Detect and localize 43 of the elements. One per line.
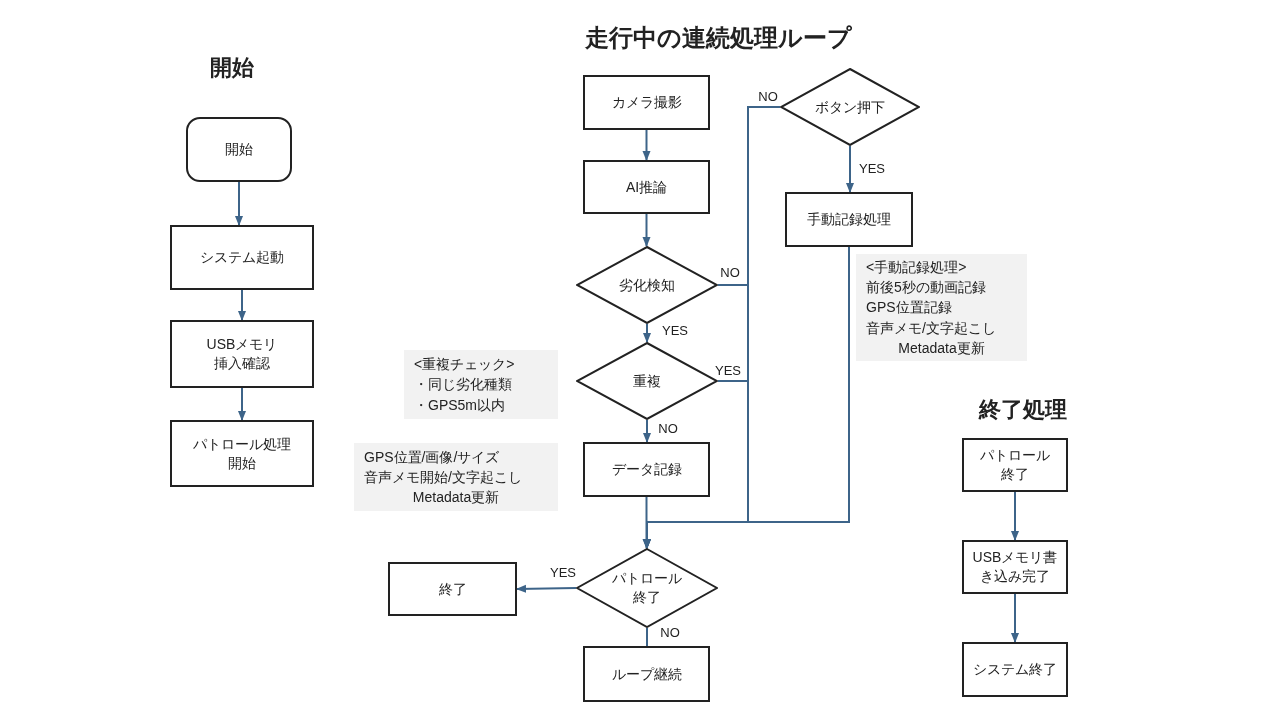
- note-line: <手動記録処理>: [866, 257, 967, 277]
- note-line: 音声メモ/文字起こし: [866, 318, 996, 338]
- process-box: システム起動: [170, 225, 314, 290]
- heading: 終了処理: [979, 396, 1067, 424]
- arrow: [238, 289, 246, 321]
- arrow: [235, 181, 243, 226]
- note-line: ・同じ劣化種類: [414, 375, 512, 395]
- arrow: [642, 496, 651, 549]
- decision-diamond: 劣化検知: [576, 246, 718, 324]
- arrow: [642, 129, 651, 161]
- heading: 開始: [210, 54, 254, 82]
- process-box: AI推論: [583, 160, 710, 214]
- note-line: <重複チェック>: [414, 355, 515, 375]
- arrow: [642, 213, 651, 247]
- note-line: Metadata更新: [412, 488, 500, 508]
- note-line: GPS位置/画像/サイズ: [364, 447, 500, 467]
- process-box: 手動記録処理: [785, 192, 913, 247]
- note-line: ・GPS5m以内: [414, 395, 505, 415]
- arrow: [1011, 491, 1019, 541]
- arrow: [643, 323, 651, 343]
- arrow: [516, 584, 577, 593]
- rounded-box: 開始: [186, 117, 292, 182]
- arrow: [238, 387, 246, 421]
- process-box: パトロール処理開始: [170, 420, 314, 487]
- note-line: GPS位置記録: [866, 298, 952, 318]
- decision-diamond: ボタン押下: [780, 68, 920, 146]
- process-box: 終了: [388, 562, 517, 616]
- process-box: システム終了: [962, 642, 1068, 697]
- process-box: USBメモリ書き込み完了: [962, 540, 1068, 594]
- note-line: 音声メモ開始/文字起こし: [364, 467, 522, 487]
- process-box: ループ継続: [583, 646, 710, 702]
- process-box: カメラ撮影: [583, 75, 710, 130]
- arrow: [643, 419, 651, 443]
- heading: 走行中の連続処理ループ: [584, 23, 852, 53]
- decision-diamond: パトロール終了: [576, 548, 718, 628]
- process-box: データ記録: [583, 442, 710, 497]
- note-line: Metadata更新: [898, 338, 985, 358]
- arrow: [846, 145, 854, 193]
- process-box: USBメモリ挿入確認: [170, 320, 314, 388]
- process-box: パトロール終了: [962, 438, 1068, 492]
- arrow: [643, 246, 850, 549]
- note-line: 前後5秒の動画記録: [866, 278, 986, 298]
- arrow: [1011, 593, 1019, 643]
